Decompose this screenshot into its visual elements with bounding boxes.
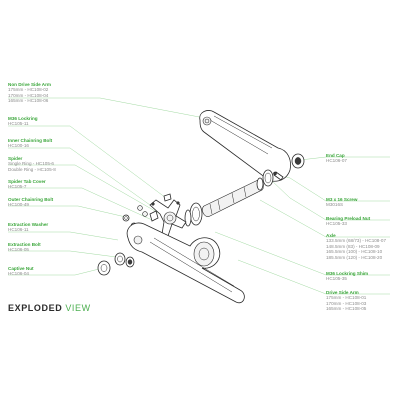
label-title: Extraction Bolt bbox=[8, 242, 41, 247]
label-title: M3 x 16 Screw bbox=[326, 197, 358, 202]
label-line: HC106-04 bbox=[8, 271, 29, 277]
label-line: Double Ring - HC105-8 bbox=[8, 166, 56, 172]
leader-preload-nut bbox=[270, 179, 390, 221]
label-m3-screw: M3 x 16 Screw M3016S bbox=[326, 197, 357, 208]
label-line: 165.5mm (100) - HC108-10 bbox=[326, 249, 383, 255]
label-inner-chainring-bolt: Inner Chainring Bolt HC100-16 bbox=[8, 138, 52, 149]
label-line: M3016S bbox=[326, 202, 344, 208]
label-title: Spider bbox=[8, 156, 23, 161]
leader-lines-right bbox=[214, 156, 390, 295]
label-non-drive-side-arm: Non Drive Side Arm 175mm - HC108-02 170m… bbox=[8, 82, 51, 104]
extraction-washer bbox=[114, 252, 126, 266]
label-title: Drive Side Arm bbox=[326, 290, 359, 295]
extraction-bolt bbox=[125, 256, 135, 268]
leader-outer-bolt bbox=[8, 205, 131, 219]
inner-chainring-bolts bbox=[137, 205, 148, 217]
leader-m36-lockring bbox=[8, 125, 167, 199]
label-line: HC100-16 bbox=[8, 143, 29, 149]
label-line: 175mm - HC108-02 bbox=[8, 87, 49, 93]
label-title: Bearing Preload Nut bbox=[326, 216, 371, 221]
label-title: Non Drive Side Arm bbox=[8, 82, 51, 87]
leader-axle bbox=[259, 199, 390, 238]
leader-lockring-shim bbox=[214, 231, 390, 276]
non-drive-side-arm bbox=[199, 110, 291, 182]
label-line: HC100-49 bbox=[8, 202, 29, 208]
spider-tab-cover bbox=[149, 193, 172, 222]
label-title: Axle bbox=[326, 233, 336, 238]
label-title: Outer Chainring Bolt bbox=[8, 197, 54, 202]
label-spider-tab-cover: Spider Tab Cover HC105-7 bbox=[8, 179, 46, 190]
label-line: 165mm - HC108-06 bbox=[8, 98, 49, 104]
label-title: Extraction Washer bbox=[8, 222, 49, 227]
label-line: 175mm - HC108-01 bbox=[326, 295, 367, 301]
label-spider: Spider Single Ring - HC105-6 Double Ring… bbox=[8, 156, 56, 172]
leader-extraction-bolt bbox=[8, 250, 125, 259]
leader-drive-arm bbox=[237, 259, 390, 295]
label-line: 170mm - HC108-04 bbox=[8, 92, 49, 98]
label-line: 148.5mm (83) - HC108-09 bbox=[326, 243, 380, 249]
label-title: M36 Lockring bbox=[8, 116, 38, 121]
label-line: HC105-7 bbox=[8, 184, 27, 190]
m3-screw bbox=[273, 171, 284, 181]
leader-end-cap bbox=[299, 156, 390, 161]
axle bbox=[202, 177, 264, 217]
label-title: M36 Lockring Shim bbox=[326, 271, 369, 276]
end-cap bbox=[291, 153, 305, 169]
leader-extraction-washer bbox=[8, 231, 119, 241]
label-outer-chainring-bolt: Outer Chainring Bolt HC100-49 bbox=[8, 197, 53, 208]
label-bearing-preload-nut: Bearing Preload Nut HC105-33 bbox=[326, 216, 370, 227]
captive-nut bbox=[97, 260, 111, 276]
label-drive-side-arm: Drive Side Arm 175mm - HC108-01 170mm - … bbox=[326, 290, 366, 312]
label-line: 133.5mm (68/73) - HC108-07 bbox=[326, 238, 387, 244]
label-line: Single Ring - HC105-6 bbox=[8, 161, 54, 167]
label-end-cap: End Cap HC106-07 bbox=[326, 153, 347, 164]
bearing-preload-nut bbox=[262, 169, 274, 187]
leader-captive-nut bbox=[8, 267, 104, 276]
m36-lockring bbox=[189, 202, 203, 226]
leader-inner-bolt bbox=[8, 147, 151, 206]
label-captive-nut: Captive Nut HC106-04 bbox=[8, 266, 34, 277]
label-line: HC106-11 bbox=[8, 227, 29, 233]
label-line: 165mm - HC108-05 bbox=[326, 306, 367, 312]
label-axle: Axle 133.5mm (68/73) - HC108-07 148.5mm … bbox=[326, 233, 386, 260]
label-title: End Cap bbox=[326, 153, 345, 158]
label-line: 185.5mm (120) - HC108-20 bbox=[326, 254, 383, 260]
label-line: HC105-11 bbox=[8, 121, 29, 127]
label-line: 170mm - HC108-03 bbox=[326, 300, 367, 306]
label-extraction-bolt: Extraction Bolt HC106-05 bbox=[8, 242, 41, 253]
m36-lockring-shim bbox=[184, 209, 192, 227]
label-line: HC106-05 bbox=[8, 247, 29, 253]
title-accent: VIEW bbox=[65, 303, 91, 313]
label-line: HC106-07 bbox=[326, 158, 347, 164]
label-m36-lockring: M36 Lockring HC105-11 bbox=[8, 116, 38, 127]
label-title: Spider Tab Cover bbox=[8, 179, 46, 184]
leader-lines-left bbox=[8, 97, 216, 276]
leader-spider-tab bbox=[8, 187, 153, 221]
label-extraction-washer: Extraction Washer HC106-11 bbox=[8, 222, 48, 233]
title-main: EXPLODED bbox=[8, 303, 63, 313]
drive-side-arm bbox=[126, 222, 245, 304]
label-line: HC105-33 bbox=[326, 221, 347, 227]
leader-spider bbox=[8, 164, 163, 216]
label-title: Inner Chainring Bolt bbox=[8, 138, 53, 143]
leader-non-drive-arm bbox=[8, 97, 216, 121]
label-m36-lockring-shim: M36 Lockring Shim HC105-35 bbox=[326, 271, 368, 282]
label-title: Captive Nut bbox=[8, 266, 34, 271]
label-line: HC105-35 bbox=[326, 276, 347, 282]
